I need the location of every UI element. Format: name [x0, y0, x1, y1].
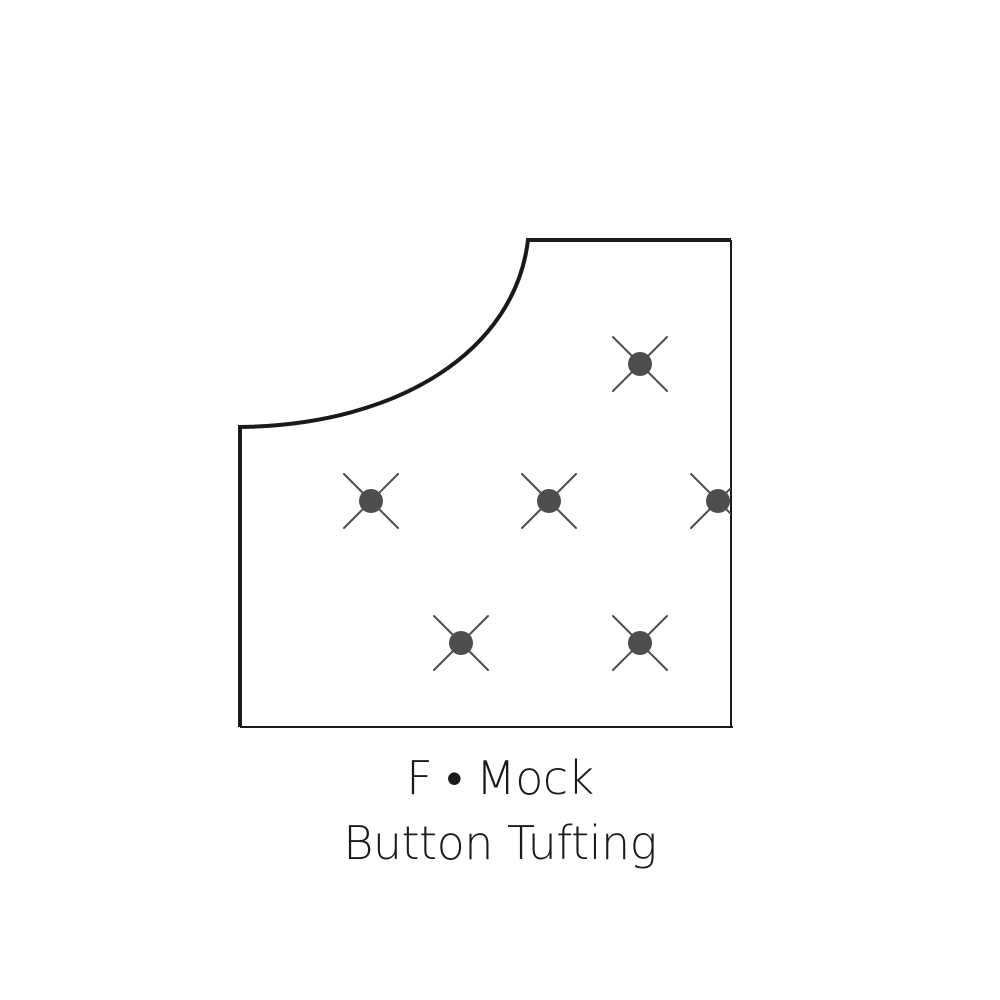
button-tuft-icon — [612, 615, 668, 671]
button-tuft-icon — [521, 473, 577, 529]
button-tuft-icon — [690, 473, 731, 529]
button-tuft-icon — [343, 473, 399, 529]
caption-title: F • Mock — [406, 751, 594, 805]
button-tuft-icon — [433, 615, 489, 671]
caption-subtitle: Button Tufting — [343, 816, 657, 870]
tuft-group — [343, 336, 731, 671]
panel-outline — [238, 238, 731, 727]
button-tuft-icon — [612, 336, 668, 392]
